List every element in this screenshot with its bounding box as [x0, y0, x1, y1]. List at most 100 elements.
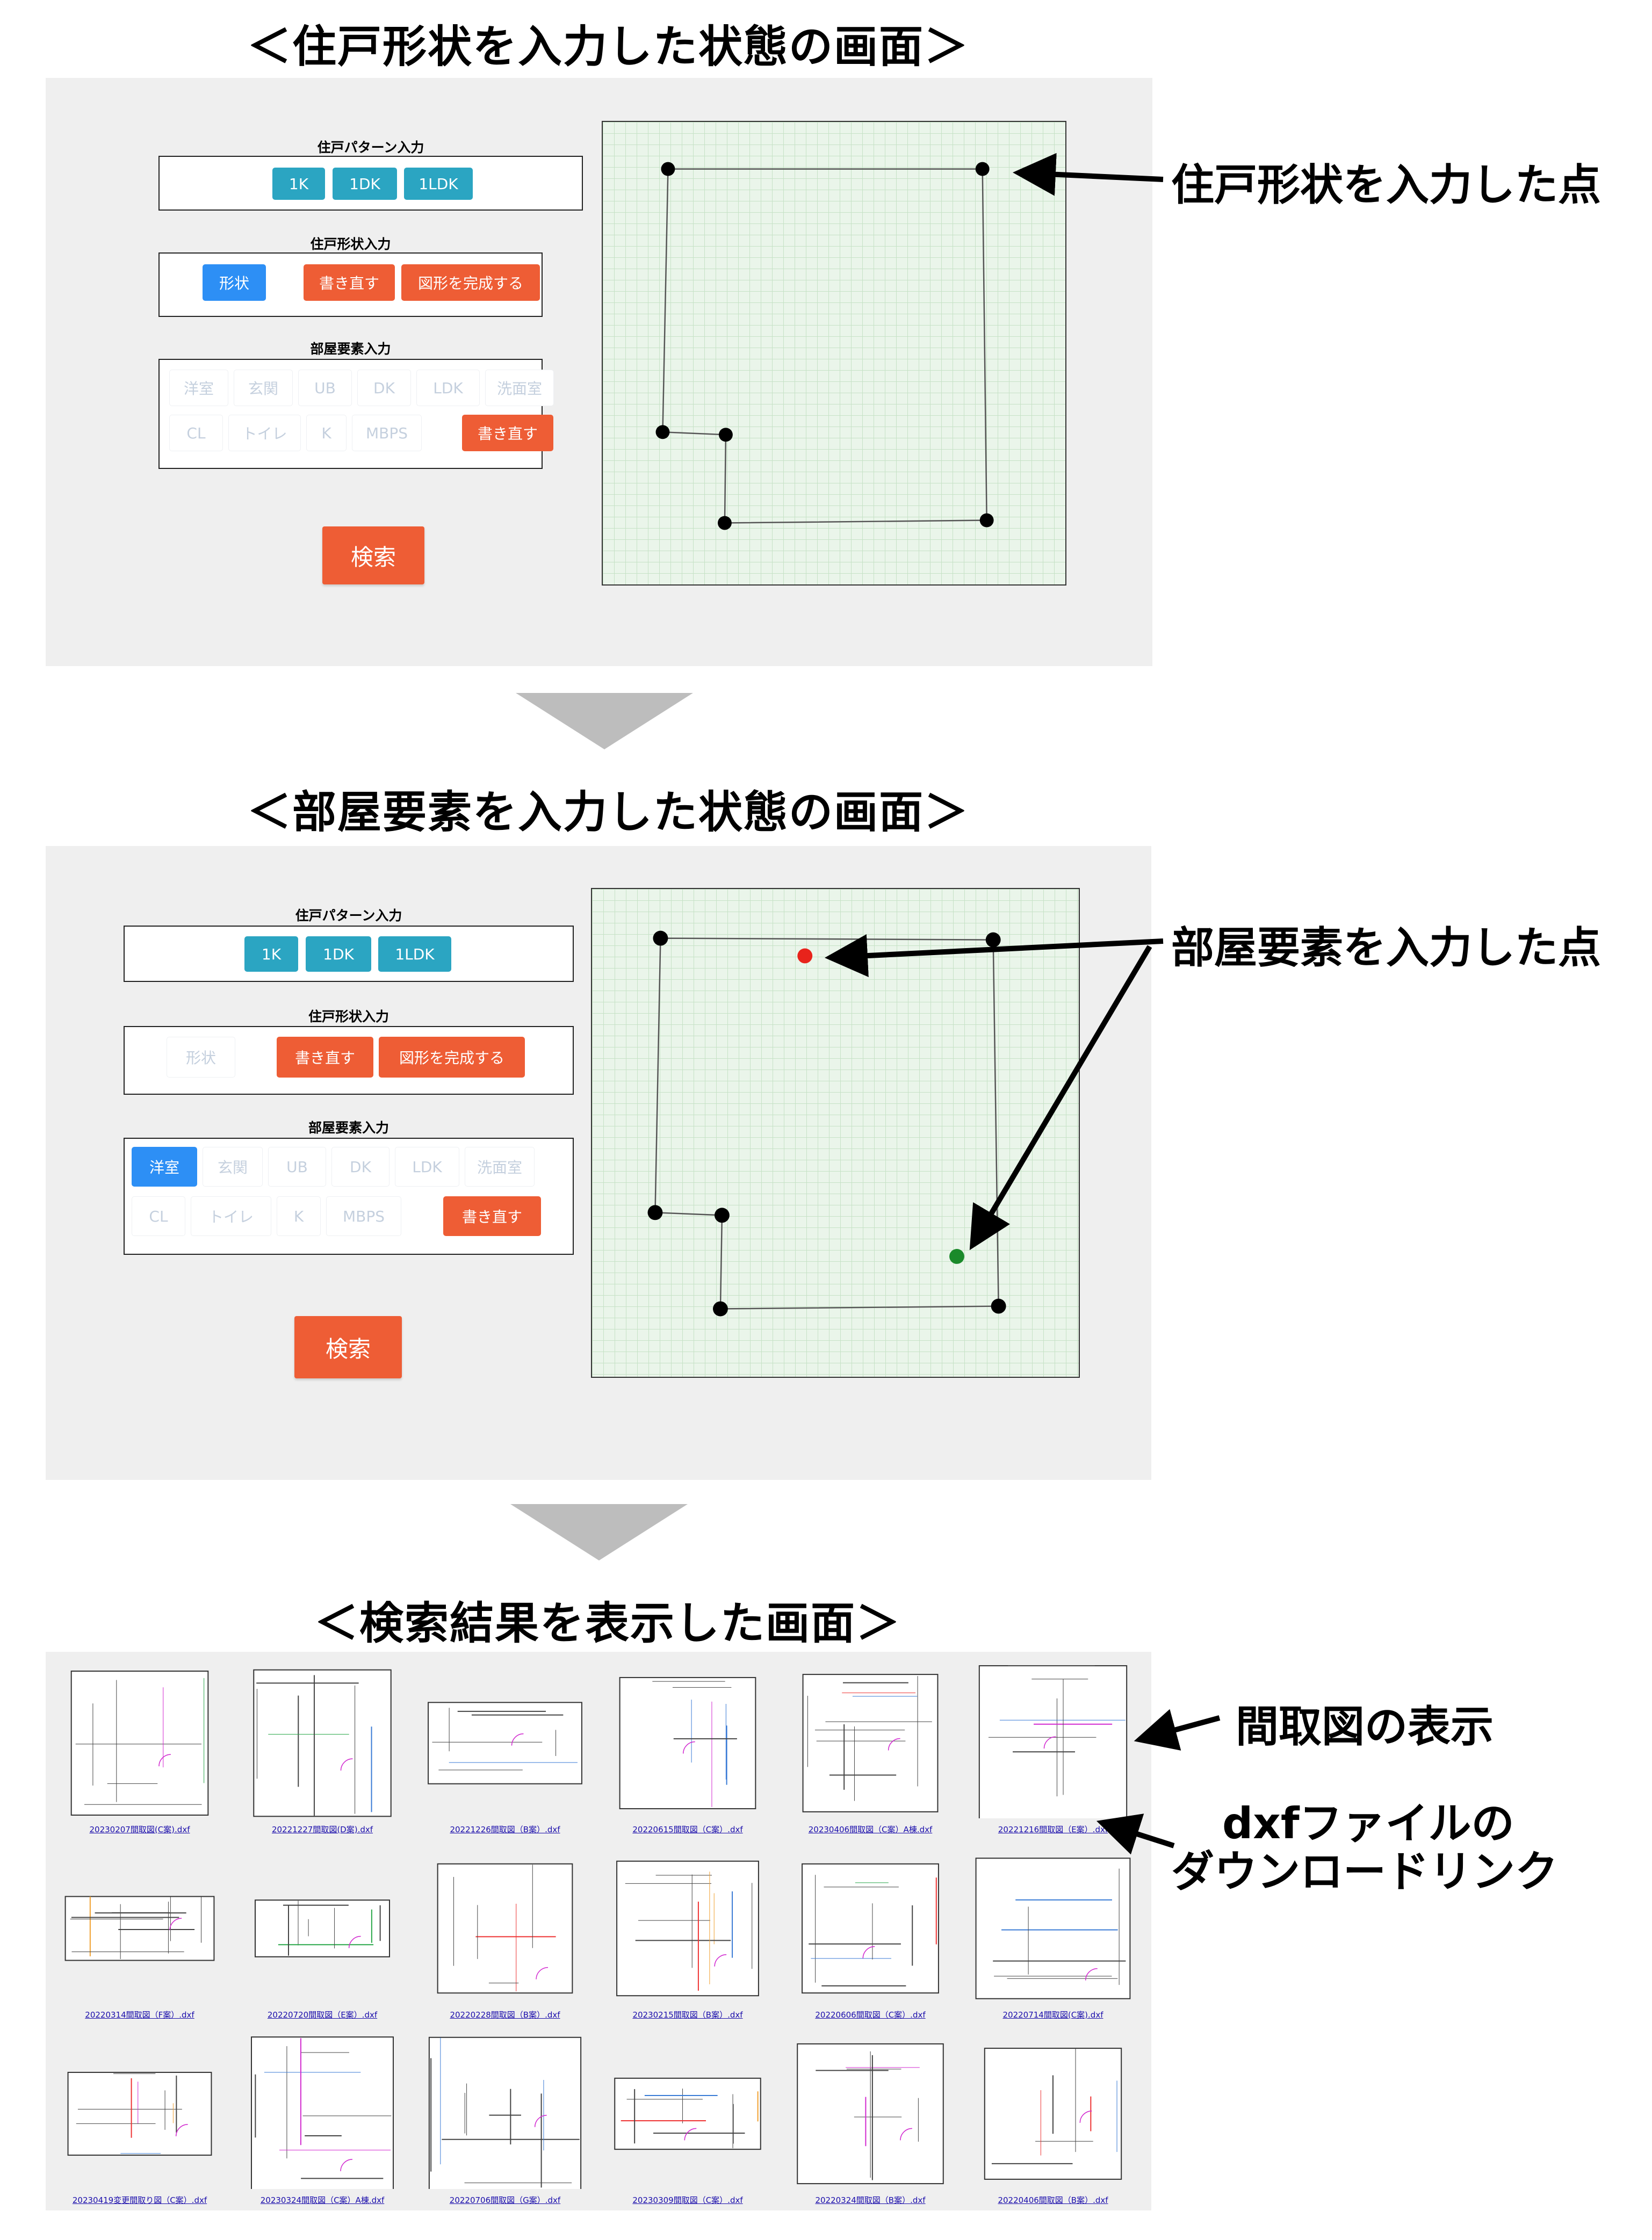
shape-section-title: 住戸形状入力 [308, 1009, 389, 1024]
floorplan-thumbnail[interactable] [242, 1842, 403, 2004]
heading-shape-input: ＜住戸形状を入力した状態の画面＞ [247, 21, 970, 73]
pattern-1dk-button[interactable]: 1DK [306, 936, 371, 972]
floorplan-thumbnail[interactable] [242, 2028, 403, 2189]
room-ub-button[interactable]: UB [298, 370, 352, 406]
pattern-1dk-button[interactable]: 1DK [333, 168, 397, 200]
shape-box: 形状 書き直す 図形を完成する [158, 252, 543, 317]
floorplan-thumbnail[interactable] [59, 2028, 220, 2189]
floorplan-thumbnail[interactable] [424, 1842, 586, 2004]
down-arrow-icon [510, 1504, 688, 1560]
floorplan-thumbnail[interactable] [607, 1842, 768, 2004]
pattern-box: 1K 1DK 1LDK [124, 926, 574, 982]
room-toilet-button[interactable]: トイレ [228, 415, 301, 451]
shape-button[interactable]: 形状 [167, 1037, 235, 1078]
callout-shape-points: 住戸形状を入力した点 [1171, 160, 1601, 210]
shape-button[interactable]: 形状 [203, 264, 266, 301]
dxf-download-link[interactable]: 20221216間取図（E案）.dxf [998, 1825, 1108, 1834]
pattern-1ldk-button[interactable]: 1LDK [378, 936, 451, 972]
floorplan-thumbnail[interactable] [59, 1842, 220, 2004]
room-redo-button[interactable]: 書き直す [462, 415, 553, 451]
callout-room-points: 部屋要素を入力した点 [1171, 923, 1601, 973]
room-toilet-button[interactable]: トイレ [191, 1196, 271, 1236]
room-section-title: 部屋要素入力 [308, 1120, 389, 1136]
shape-box: 形状 書き直す 図形を完成する [124, 1026, 574, 1095]
dxf-download-link[interactable]: 20230324間取図（C案）A棟.dxf [260, 2195, 385, 2205]
floorplan-thumbnail[interactable] [790, 1842, 951, 2004]
room-ldk-button[interactable]: LDK [416, 370, 480, 406]
pattern-section-title: 住戸パターン入力 [317, 140, 424, 155]
room-point-red [797, 948, 813, 964]
room-entrance-button[interactable]: 玄関 [203, 1147, 263, 1187]
pattern-1ldk-button[interactable]: 1LDK [404, 168, 473, 200]
dxf-download-link[interactable]: 20230309間取図（C案）.dxf [632, 2195, 743, 2205]
floorplan-thumbnail[interactable] [972, 2028, 1134, 2189]
screen-shape-input: 住戸パターン入力 1K 1DK 1LDK 住戸形状入力 形状 書き直す 図形を完… [46, 78, 1152, 666]
dxf-download-link[interactable]: 20230406間取図（C案）A棟.dxf [808, 1825, 933, 1834]
room-box: 洋室 玄関 UB DK LDK 洗面室 CL トイレ K MBPS 書き直す [158, 359, 554, 469]
dxf-download-link[interactable]: 20220706間取図（G案）.dxf [449, 2195, 561, 2205]
screen-room-input: 住戸パターン入力 1K 1DK 1LDK 住戸形状入力 形状 書き直す 図形を完… [46, 846, 1151, 1480]
dxf-download-link[interactable]: 20220720間取図（E案）.dxf [267, 2010, 378, 2020]
dxf-download-link[interactable]: 20220615間取図（C案）.dxf [632, 1825, 743, 1834]
room-dk-button[interactable]: DK [357, 370, 411, 406]
floorplan-thumbnail[interactable] [972, 1657, 1134, 1818]
floorplan-thumbnail[interactable] [424, 1657, 586, 1818]
drawing-canvas[interactable] [591, 888, 1080, 1378]
room-mbps-button[interactable]: MBPS [352, 415, 422, 451]
search-button[interactable]: 検索 [294, 1316, 402, 1378]
drawing-canvas[interactable] [602, 121, 1066, 586]
room-ldk-button[interactable]: LDK [395, 1147, 459, 1187]
callout-dxf-link-1: dxfファイルの [1222, 1798, 1514, 1848]
room-redo-button[interactable]: 書き直す [443, 1196, 541, 1236]
floorplan-thumbnail[interactable] [607, 2028, 768, 2189]
room-point-green [949, 1249, 964, 1264]
room-entrance-button[interactable]: 玄関 [234, 370, 293, 406]
dxf-download-link[interactable]: 20230419変更間取り図（C案）.dxf [72, 2195, 207, 2205]
room-washroom-button[interactable]: 洗面室 [485, 370, 554, 406]
floorplan-thumbnail[interactable] [790, 1657, 951, 1818]
room-k-button[interactable]: K [306, 415, 347, 451]
floorplan-thumbnail[interactable] [790, 2028, 951, 2189]
room-drawing [647, 930, 1006, 1317]
room-western-button[interactable]: 洋室 [169, 370, 228, 406]
shape-redo-button[interactable]: 書き直す [304, 264, 395, 301]
room-dk-button[interactable]: DK [331, 1147, 389, 1187]
complete-shape-button[interactable]: 図形を完成する [379, 1037, 525, 1078]
room-cl-button[interactable]: CL [132, 1196, 185, 1236]
room-mbps-button[interactable]: MBPS [326, 1196, 401, 1236]
dxf-download-link[interactable]: 20220714間取図(C案).dxf [1002, 2010, 1103, 2020]
room-washroom-button[interactable]: 洗面室 [465, 1147, 535, 1187]
pattern-1k-button[interactable]: 1K [272, 168, 325, 200]
pattern-1k-button[interactable]: 1K [244, 936, 298, 972]
search-button[interactable]: 検索 [322, 526, 424, 584]
room-k-button[interactable]: K [277, 1196, 321, 1236]
dxf-download-link[interactable]: 20230207間取図(C案).dxf [89, 1825, 190, 1834]
floorplan-thumbnail[interactable] [242, 1657, 403, 1818]
callout-dxf-link-2: ダウンロードリンク [1171, 1847, 1558, 1897]
complete-shape-button[interactable]: 図形を完成する [401, 264, 540, 301]
dxf-download-link[interactable]: 20221227間取図(D案).dxf [271, 1825, 373, 1834]
room-box: 洋室 玄関 UB DK LDK 洗面室 CL トイレ K MBPS 書き直す [124, 1138, 574, 1255]
dxf-download-link[interactable]: 20220406間取図（B案）.dxf [998, 2195, 1108, 2205]
dxf-download-link[interactable]: 20220606間取図（C案）.dxf [815, 2010, 926, 2020]
floorplan-thumbnail[interactable] [424, 2028, 586, 2189]
dxf-download-link[interactable]: 20230215間取図（B案）.dxf [632, 2010, 743, 2020]
room-ub-button[interactable]: UB [268, 1147, 326, 1187]
floorplan-thumbnail[interactable] [607, 1657, 768, 1818]
pattern-box: 1K 1DK 1LDK [158, 156, 583, 211]
floorplan-thumbnail[interactable] [972, 1842, 1134, 2004]
dxf-download-link[interactable]: 20220314間取図（F案）.dxf [85, 2010, 194, 2020]
shape-redo-button[interactable]: 書き直す [277, 1037, 373, 1078]
heading-room-input: ＜部屋要素を入力した状態の画面＞ [247, 787, 970, 838]
screen-search-results: 20230207間取図(C案).dxf 20221227間取図(D案).dxf 20… [46, 1652, 1151, 2210]
down-arrow-icon [516, 693, 693, 749]
room-western-button[interactable]: 洋室 [132, 1147, 197, 1187]
heading-search-results: ＜検索結果を表示した画面＞ [314, 1598, 901, 1649]
dxf-download-link[interactable]: 20221226間取図（B案）.dxf [450, 1825, 560, 1834]
room-cl-button[interactable]: CL [169, 415, 223, 451]
dxf-download-link[interactable]: 20220324間取図（B案）.dxf [815, 2195, 926, 2205]
room-section-title: 部屋要素入力 [310, 341, 391, 357]
floorplan-thumbnail[interactable] [59, 1657, 220, 1818]
dxf-download-link[interactable]: 20220228間取図（B案）.dxf [450, 2010, 560, 2020]
shape-drawing [655, 162, 994, 530]
